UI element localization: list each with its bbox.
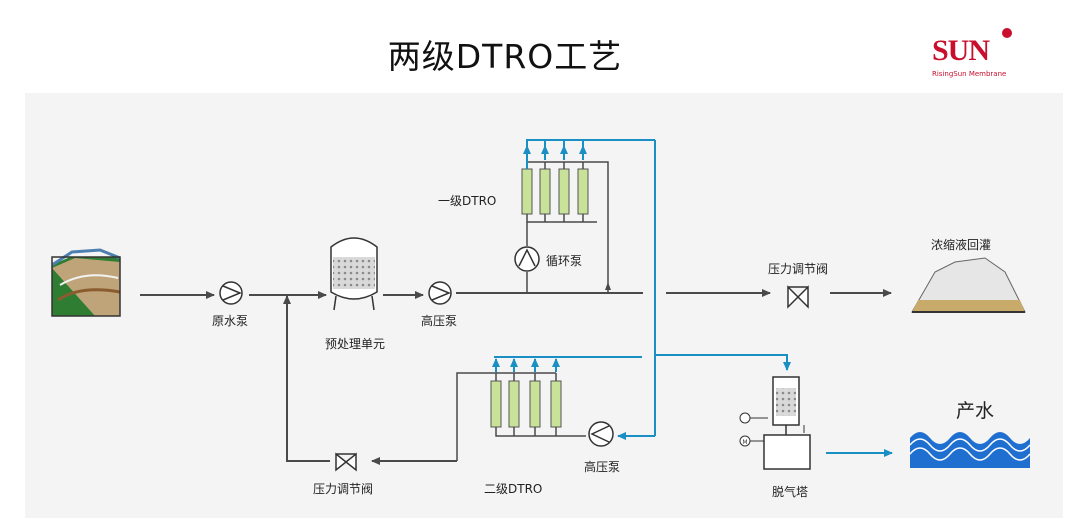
raw-water-pump-icon <box>219 281 243 305</box>
page-title: 两级DTRO工艺 <box>387 37 623 76</box>
product-water-waves-icon <box>909 432 1031 468</box>
logo-subtext: RisingSun Membrane <box>932 70 1007 78</box>
raw-water-pump-label: 原水泵 <box>212 314 249 328</box>
high-pressure-pump-2-label: 高压泵 <box>584 460 621 474</box>
svg-text:M: M <box>742 439 747 446</box>
degassing-tower-label: 脱气塔 <box>772 485 809 499</box>
product-water-label: 产水 <box>956 400 995 422</box>
high-pressure-pump-1-icon <box>428 281 452 305</box>
stage1-permeate-lines <box>523 139 791 440</box>
pressure-regulating-valve-bottom-icon <box>335 452 357 472</box>
high-pressure-pump-2-icon <box>588 421 614 447</box>
circulation-pump-icon <box>514 246 540 272</box>
valve-top-label: 压力调节阀 <box>768 262 829 276</box>
landfill-source-icon <box>51 248 121 317</box>
stage1-dtro-modules <box>521 161 611 293</box>
valve-bottom-label: 压力调节阀 <box>313 482 374 496</box>
stage2-dtro-label: 二级DTRO <box>484 482 543 496</box>
pretreatment-unit-icon <box>330 237 378 311</box>
company-logo: SUN RisingSun Membrane <box>928 28 1024 88</box>
concentrate-label: 浓缩液回灌 <box>931 238 992 252</box>
stage2-dtro-modules <box>456 372 586 461</box>
concentrate-reinjection-icon <box>911 257 1026 313</box>
stage1-dtro-label: 一级DTRO <box>438 194 497 208</box>
logo-dot <box>1002 28 1012 38</box>
stage2-permeate-lines <box>492 356 642 372</box>
circulation-pump-label: 循环泵 <box>546 254 583 268</box>
diagram-panel <box>25 93 1063 518</box>
logo-text: SUN <box>932 34 990 67</box>
high-pressure-pump-1-label: 高压泵 <box>421 314 458 328</box>
pressure-regulating-valve-top-icon <box>787 285 809 309</box>
pretreatment-label: 预处理单元 <box>325 337 386 351</box>
degassing-tower-icon: M <box>739 376 811 470</box>
